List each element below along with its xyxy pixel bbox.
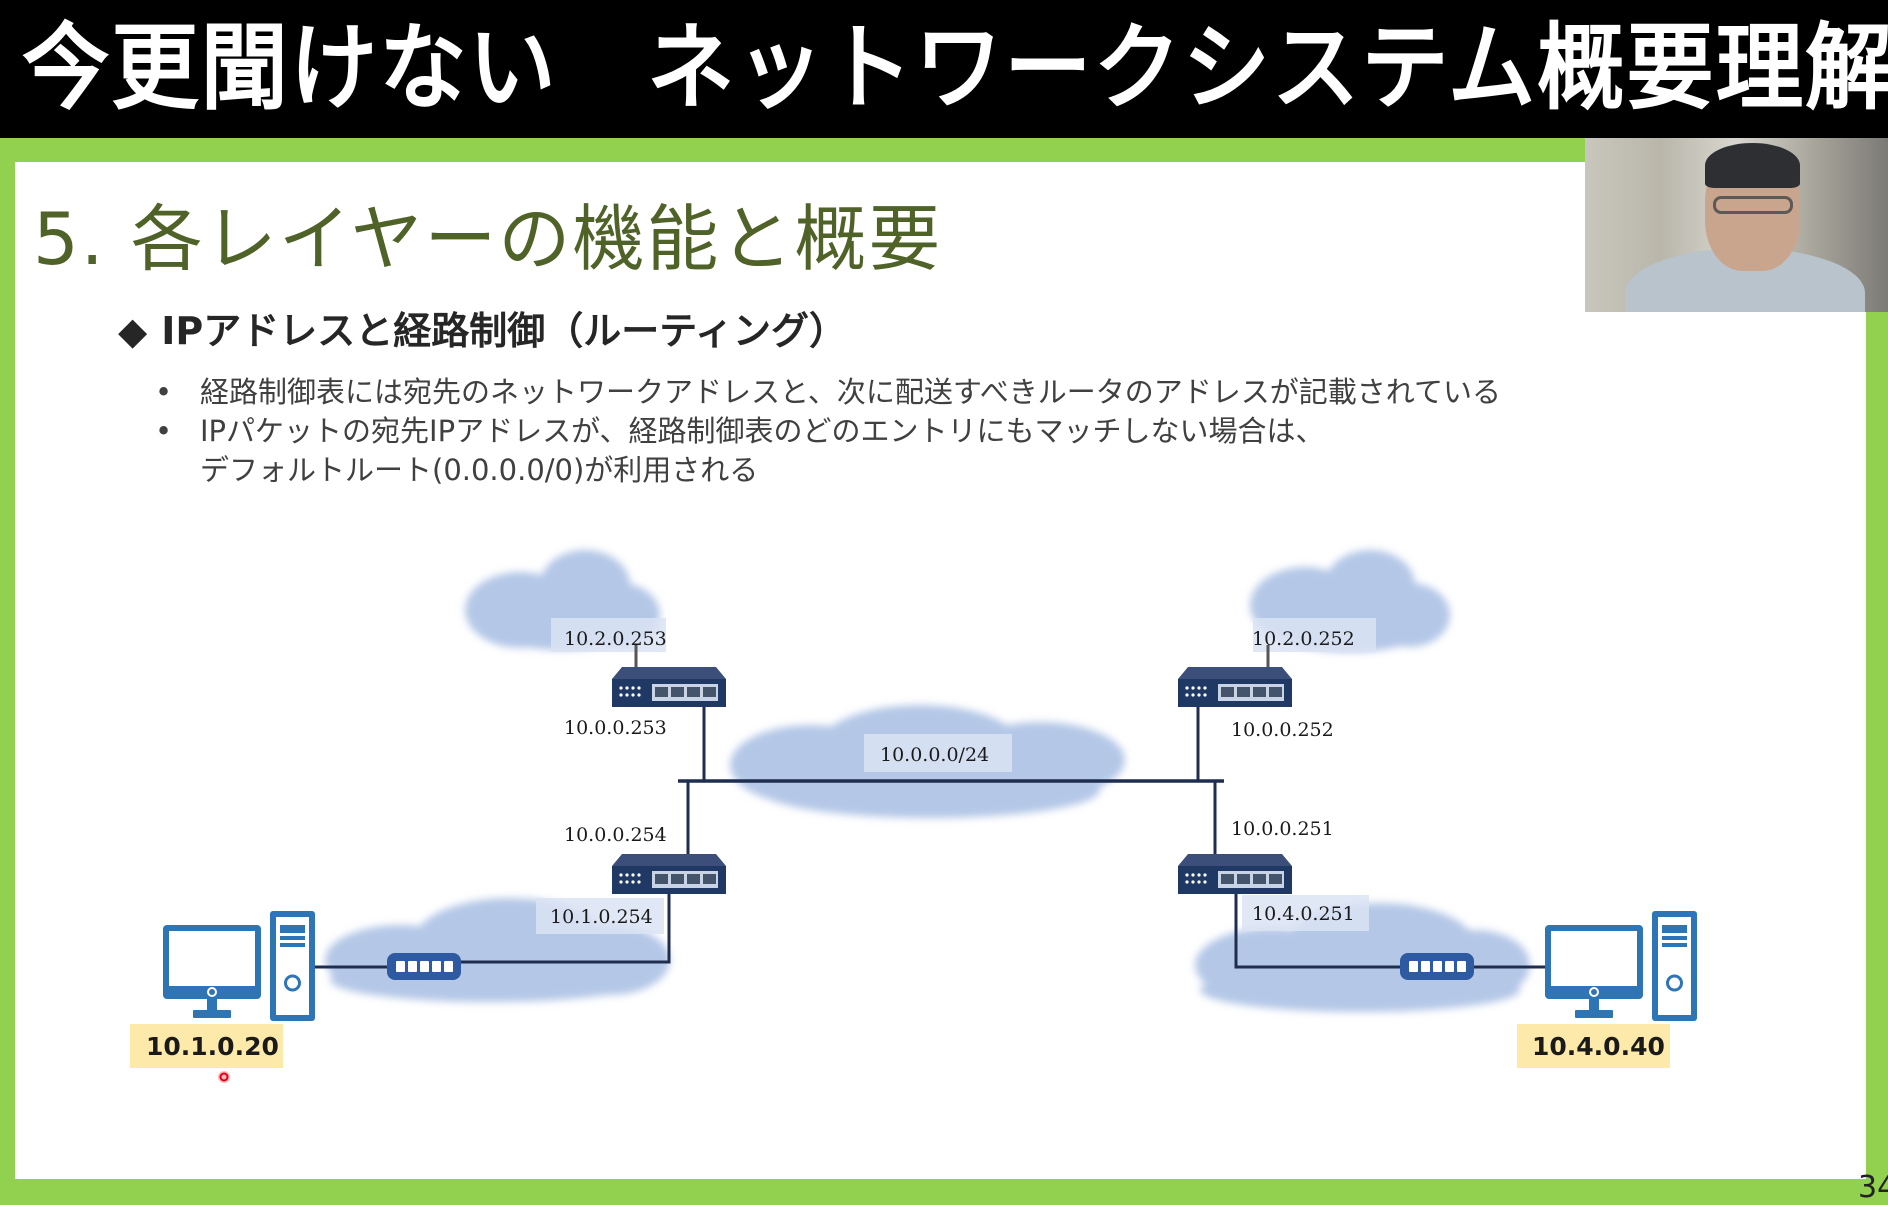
bullet-item: • IPパケットの宛先IPアドレスが、経路制御表のどのエントリにもマッチしない場合… bbox=[155, 412, 1501, 451]
ip-label: 10.0.0.251 bbox=[1231, 818, 1334, 840]
presenter-glasses bbox=[1713, 196, 1793, 214]
ip-label-bg bbox=[536, 898, 664, 934]
ip-label-bg bbox=[1253, 618, 1376, 652]
ip-label: 10.2.0.252 bbox=[1252, 628, 1355, 650]
slide bbox=[15, 162, 1866, 1179]
link-line bbox=[1234, 893, 1400, 969]
video-title: 今更聞けない ネットワークシステム概要理解 bbox=[22, 14, 1888, 123]
ip-label: 10.1.0.254 bbox=[550, 906, 653, 928]
bullet-list: • 経路制御表には宛先のネットワークアドレスと、次に配送すべきルータのアドレスが記… bbox=[155, 373, 1501, 490]
router-icon bbox=[612, 854, 726, 894]
bullet-dot-icon: • bbox=[155, 375, 173, 409]
ip-label-bg bbox=[551, 618, 666, 652]
switch-hub-icon bbox=[387, 953, 461, 980]
host-label-bg bbox=[1517, 1024, 1670, 1068]
host-ip-label: 10.4.0.40 bbox=[1532, 1032, 1665, 1061]
page-number: 34 bbox=[1858, 1170, 1888, 1205]
slide-subheading: ◆ IPアドレスと経路制御（ルーティング） bbox=[118, 300, 847, 355]
ip-label: 10.0.0.253 bbox=[564, 717, 667, 739]
bullet-text: 経路制御表には宛先のネットワークアドレスと、次に配送すべきルータのアドレスが記載… bbox=[200, 375, 1501, 409]
computer-icon bbox=[163, 911, 315, 1021]
cloud-upper-right bbox=[1250, 550, 1450, 652]
ip-label: 10.2.0.253 bbox=[564, 628, 667, 650]
switch-hub-icon bbox=[1400, 953, 1474, 980]
ip-label-bg bbox=[1242, 895, 1369, 931]
router-icon bbox=[1178, 667, 1292, 707]
bullet-dot-icon: • bbox=[155, 414, 173, 448]
laser-pointer-icon bbox=[219, 1072, 229, 1082]
host-ip-label: 10.1.0.20 bbox=[146, 1032, 279, 1061]
presenter-hair bbox=[1705, 143, 1800, 188]
bullet-text: IPパケットの宛先IPアドレスが、経路制御表のどのエントリにもマッチしない場合は… bbox=[200, 414, 1325, 448]
network-label: 10.0.0.0/24 bbox=[880, 744, 989, 766]
subheading-text: IPアドレスと経路制御（ルーティング） bbox=[161, 309, 847, 353]
router-icon bbox=[1178, 854, 1292, 894]
bullet-item-continuation: デフォルトルート(0.0.0.0/0)が利用される bbox=[155, 451, 1501, 490]
diamond-bullet-icon: ◆ bbox=[118, 309, 148, 353]
presenter-webcam bbox=[1585, 138, 1888, 312]
computer-icon bbox=[1545, 911, 1697, 1021]
router-icon bbox=[612, 667, 726, 707]
ip-label: 10.4.0.251 bbox=[1252, 903, 1355, 925]
bullet-text: デフォルトルート(0.0.0.0/0)が利用される bbox=[200, 453, 759, 487]
video-title-bar: 今更聞けない ネットワークシステム概要理解 bbox=[0, 0, 1888, 138]
ip-label: 10.0.0.252 bbox=[1231, 719, 1334, 741]
slide-heading: 5. 各レイヤーの機能と概要 bbox=[33, 197, 943, 281]
ip-label-bg bbox=[864, 734, 1012, 772]
bullet-item: • 経路制御表には宛先のネットワークアドレスと、次に配送すべきルータのアドレスが記… bbox=[155, 373, 1501, 412]
host-label-bg bbox=[130, 1024, 283, 1068]
link-line bbox=[450, 893, 671, 964]
ip-label: 10.0.0.254 bbox=[564, 824, 667, 846]
